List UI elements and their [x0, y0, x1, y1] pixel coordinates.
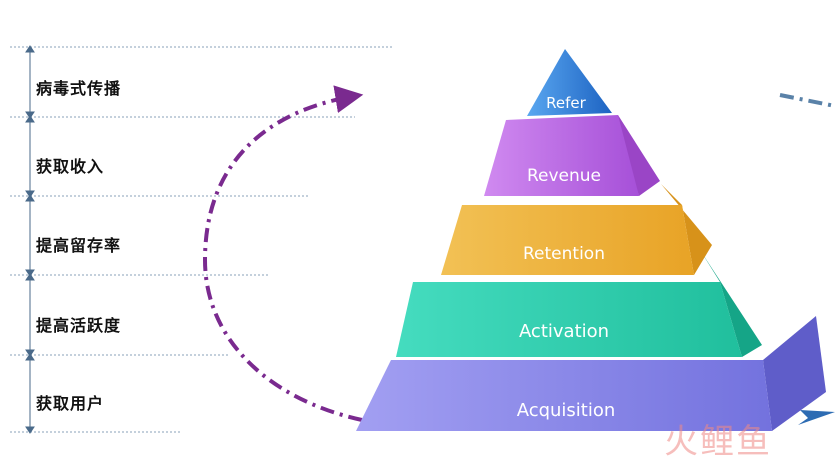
return-arrow-bottom: [798, 410, 835, 425]
tier-activation-side: [700, 250, 762, 357]
guide-lines: [10, 46, 393, 433]
tier-revenue-side: [613, 115, 660, 196]
tier-activation: [396, 282, 742, 357]
watermark-logo: 火鲤鱼: [664, 422, 772, 462]
return-arrow-top: [779, 93, 835, 108]
tier-retention-side: [661, 184, 712, 275]
tier-acquisition: [356, 360, 772, 431]
stage-axis: [25, 45, 35, 434]
stage-label-viral: 病毒式传播: [36, 79, 122, 98]
stage-label-retention: 提高留存率: [36, 236, 122, 255]
tier-retention: [441, 205, 694, 275]
stage-label-revenue: 获取收入: [36, 157, 105, 176]
pyramid-labels: Refer Revenue Retention Activation Acqui…: [517, 94, 616, 421]
tier-label-revenue: Revenue: [527, 166, 601, 186]
cycle-arrow: [202, 85, 364, 422]
tier-label-retention: Retention: [523, 244, 605, 264]
stage-label-acquisition: 获取用户: [36, 394, 105, 413]
tier-acquisition-side: [763, 316, 826, 431]
pyramid: [356, 49, 826, 431]
tier-label-acquisition: Acquisition: [517, 400, 616, 421]
tier-refer: [527, 49, 612, 116]
tier-label-activation: Activation: [519, 321, 609, 342]
tier-label-refer: Refer: [546, 94, 586, 112]
tier-revenue: [484, 115, 639, 196]
stage-label-activation: 提高活跃度: [36, 316, 122, 335]
